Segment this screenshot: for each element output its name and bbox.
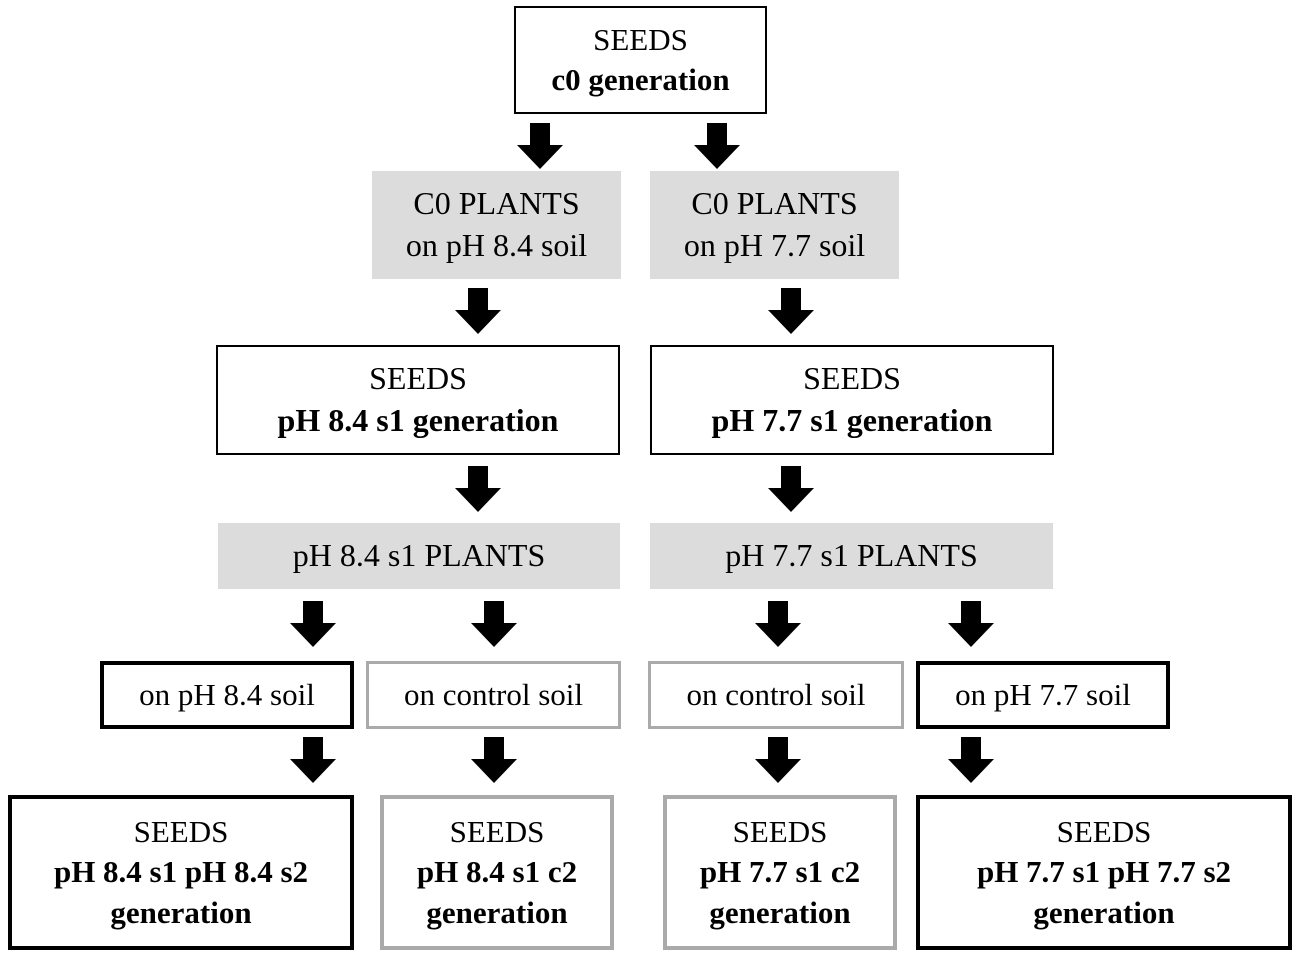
c0-plants-ph77-soil: on pH 7.7 soil	[683, 227, 866, 263]
seeds-ph84-s1-title: SEEDS	[369, 360, 467, 397]
down-arrow-icon	[768, 466, 814, 512]
c0-plants-ph84-soil: on pH 8.4 soil	[405, 227, 588, 263]
down-arrow-icon	[948, 601, 994, 647]
down-arrow-icon	[290, 601, 336, 647]
final-seeds-77-77-title: SEEDS	[1056, 814, 1152, 850]
soil-ph84-label: on pH 8.4 soil	[139, 676, 315, 712]
c0-plants-ph77-box: C0 PLANTS on pH 7.7 soil	[650, 171, 899, 279]
down-arrow-icon	[948, 737, 994, 783]
down-arrow-icon	[471, 601, 517, 647]
soil-control-84-label: on control soil	[403, 676, 584, 712]
plants-ph77-s1-label: pH 7.7 s1 PLANTS	[725, 537, 978, 574]
down-arrow-icon	[455, 466, 501, 512]
plants-ph77-s1-box: pH 7.7 s1 PLANTS	[650, 523, 1053, 589]
final-seeds-84-84-title: SEEDS	[133, 814, 229, 850]
c0-plants-ph84-title: C0 PLANTS	[413, 185, 580, 222]
down-arrow-icon	[755, 601, 801, 647]
final-seeds-77-77-generation: generation	[1033, 894, 1175, 930]
final-seeds-77-c2-box: SEEDS pH 7.7 s1 c2 generation	[663, 795, 897, 950]
soil-ph77-label: on pH 7.7 soil	[955, 676, 1131, 712]
final-seeds-84-c2-name: pH 8.4 s1 c2	[416, 854, 578, 890]
down-arrow-icon	[768, 288, 814, 334]
seeds-c0-box: SEEDS c0 generation	[514, 6, 767, 114]
plants-ph84-s1-label: pH 8.4 s1 PLANTS	[292, 537, 546, 574]
seeds-ph84-s1-box: SEEDS pH 8.4 s1 generation	[216, 345, 620, 455]
final-seeds-77-c2-generation: generation	[709, 894, 851, 930]
soil-ph84-box: on pH 8.4 soil	[100, 661, 354, 729]
c0-plants-ph77-title: C0 PLANTS	[691, 185, 858, 222]
seeds-ph84-s1-generation: pH 8.4 s1 generation	[277, 402, 559, 438]
final-seeds-77-77-box: SEEDS pH 7.7 s1 pH 7.7 s2 generation	[916, 795, 1292, 950]
down-arrow-icon	[471, 737, 517, 783]
plants-ph84-s1-box: pH 8.4 s1 PLANTS	[218, 523, 620, 589]
seeds-ph77-s1-box: SEEDS pH 7.7 s1 generation	[650, 345, 1054, 455]
down-arrow-icon	[455, 288, 501, 334]
final-seeds-84-c2-title: SEEDS	[449, 814, 545, 850]
down-arrow-icon	[290, 737, 336, 783]
final-seeds-77-77-name: pH 7.7 s1 pH 7.7 s2	[976, 854, 1232, 890]
soil-control-77-label: on control soil	[686, 676, 866, 712]
down-arrow-icon	[755, 737, 801, 783]
seeds-ph77-s1-generation: pH 7.7 s1 generation	[711, 402, 993, 438]
soil-control-84-box: on control soil	[366, 661, 621, 729]
down-arrow-icon	[694, 123, 740, 169]
final-seeds-84-84-name: pH 8.4 s1 pH 8.4 s2	[53, 854, 309, 890]
down-arrow-icon	[517, 123, 563, 169]
soil-control-77-box: on control soil	[648, 661, 904, 729]
seeds-c0-generation: c0 generation	[551, 62, 730, 97]
seeds-c0-title: SEEDS	[593, 21, 688, 57]
c0-plants-ph84-box: C0 PLANTS on pH 8.4 soil	[372, 171, 621, 279]
final-seeds-84-84-generation: generation	[110, 894, 252, 930]
final-seeds-77-c2-name: pH 7.7 s1 c2	[699, 854, 861, 890]
soil-ph77-box: on pH 7.7 soil	[916, 661, 1170, 729]
seeds-ph77-s1-title: SEEDS	[803, 360, 901, 397]
final-seeds-77-c2-title: SEEDS	[732, 814, 828, 850]
final-seeds-84-84-box: SEEDS pH 8.4 s1 pH 8.4 s2 generation	[8, 795, 354, 950]
final-seeds-84-c2-box: SEEDS pH 8.4 s1 c2 generation	[380, 795, 614, 950]
final-seeds-84-c2-generation: generation	[426, 894, 568, 930]
